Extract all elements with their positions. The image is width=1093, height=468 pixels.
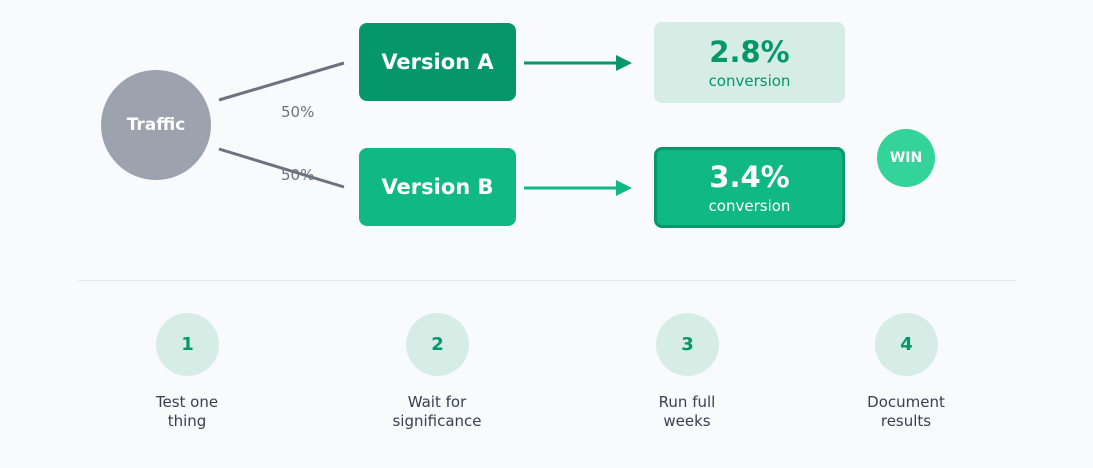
traffic-node: Traffic (101, 70, 211, 180)
result-b-rate: 3.4% (709, 159, 790, 194)
step-4-circle: 4 (875, 313, 938, 376)
step-1-number: 1 (181, 334, 194, 355)
result-b-box: 3.4% conversion (654, 147, 845, 228)
split-line-a (218, 61, 345, 102)
step-3-label: Run full weeks (607, 393, 767, 431)
split-percent-a: 50% (281, 103, 315, 121)
step-1-label: Test one thing (107, 393, 267, 431)
step-1-circle: 1 (156, 313, 219, 376)
win-badge: WIN (877, 129, 935, 187)
traffic-label: Traffic (126, 115, 186, 135)
step-3-line-2: weeks (663, 412, 711, 430)
step-2-line-2: significance (392, 412, 482, 430)
arrow-a-head (616, 55, 632, 71)
step-4-line-1: Document (867, 393, 945, 411)
arrow-b-head (616, 180, 632, 196)
step-4-number: 4 (900, 334, 913, 355)
version-a-label: Version A (381, 50, 494, 74)
step-3-circle: 3 (656, 313, 719, 376)
version-b-box: Version B (359, 148, 516, 226)
win-badge-label: WIN (889, 150, 923, 166)
version-a-box: Version A (359, 23, 516, 101)
step-4-label: Document results (826, 393, 986, 431)
step-2-label: Wait for significance (357, 393, 517, 431)
step-3-number: 3 (681, 334, 694, 355)
split-line-b (218, 147, 345, 189)
result-a-box: 2.8% conversion (654, 22, 845, 103)
step-2-circle: 2 (406, 313, 469, 376)
result-a-metric: conversion (708, 71, 791, 90)
step-3-line-1: Run full (658, 393, 716, 411)
result-a-rate: 2.8% (709, 34, 790, 69)
step-1-line-1: Test one (155, 393, 219, 411)
result-b-metric: conversion (708, 196, 791, 215)
version-b-label: Version B (381, 175, 494, 199)
step-4-line-2: results (880, 412, 932, 430)
step-1-line-2: thing (167, 412, 207, 430)
section-divider (78, 280, 1016, 281)
step-2-number: 2 (431, 334, 444, 355)
step-2-line-1: Wait for (407, 393, 467, 411)
split-percent-b: 50% (281, 166, 315, 184)
